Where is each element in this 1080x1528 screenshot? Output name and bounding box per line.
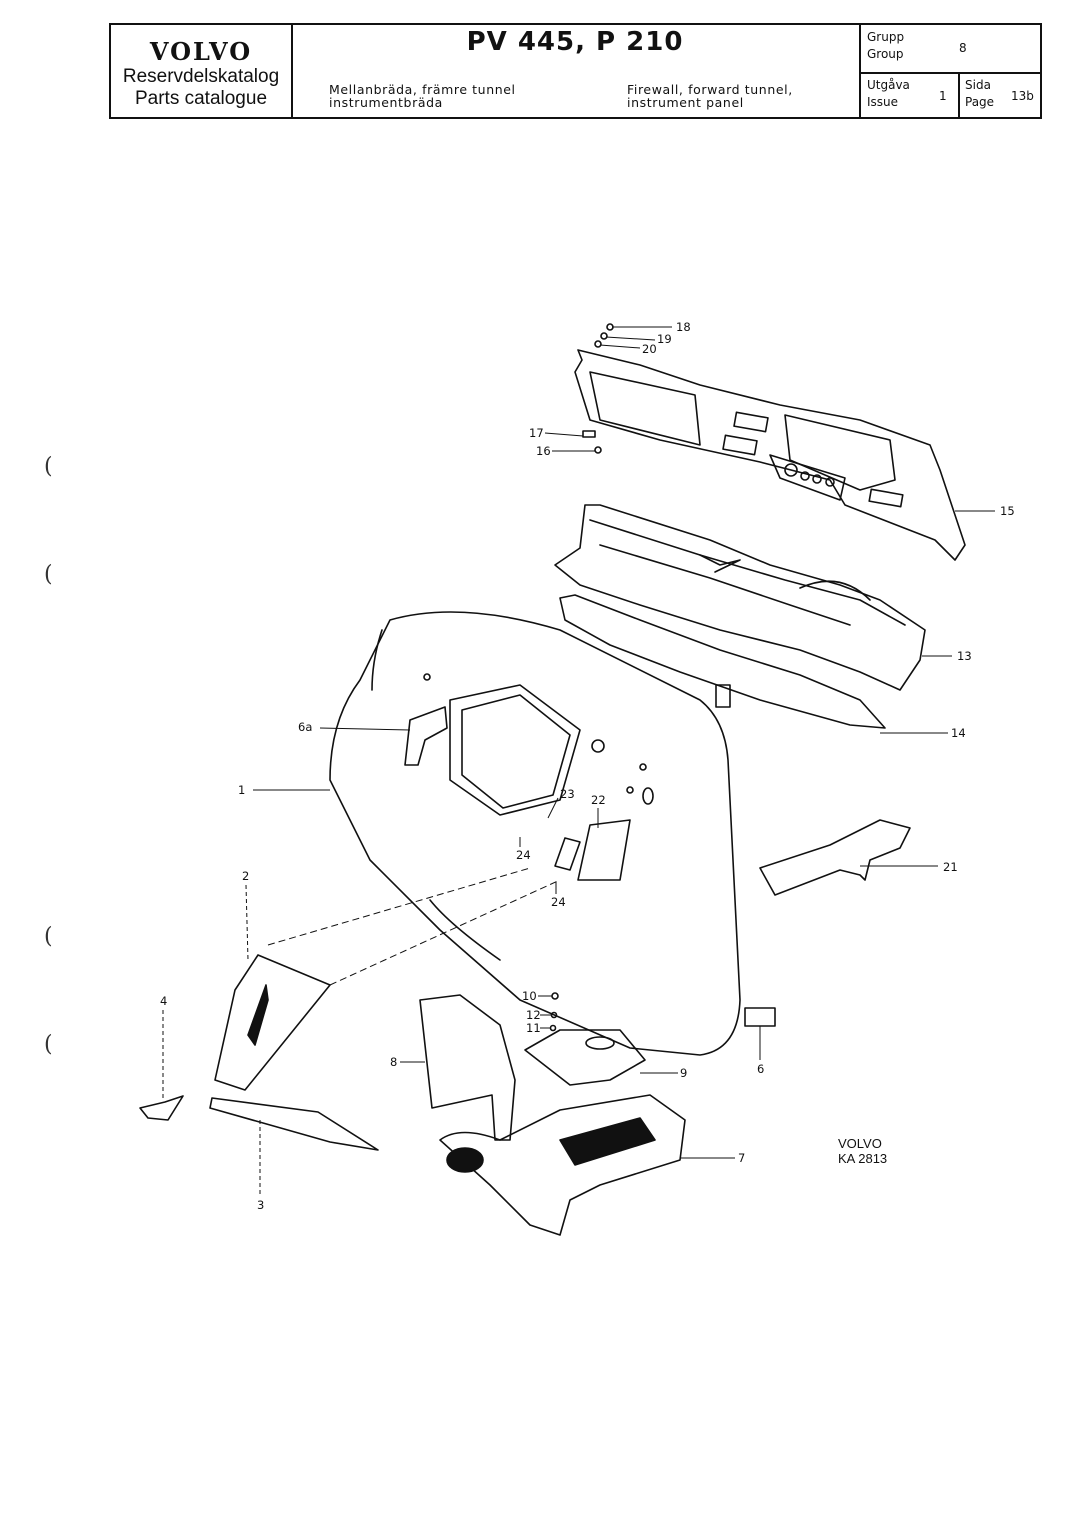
description-en: Firewall, forward tunnel, instrument pan…: [627, 83, 793, 109]
floor-tunnel-hole: [446, 1147, 484, 1173]
callout-17: 17: [529, 426, 544, 440]
group-row: Grupp Group 8: [859, 25, 1040, 74]
callout-6: 6: [757, 1062, 764, 1076]
drawing-reference: VOLVO KA 2813: [838, 1136, 887, 1166]
floor-tunnel-opening: [559, 1117, 656, 1166]
description-sv: Mellanbräda, främre tunnel instrumentbrä…: [329, 83, 516, 109]
catalog-title-en: Parts catalogue: [134, 88, 268, 109]
callout-3: 3: [257, 1198, 264, 1212]
title-cell: PV 445, P 210 Mellanbräda, främre tunnel…: [291, 25, 861, 117]
washer-19: [600, 332, 608, 340]
tunnel-cap-hole: [585, 1036, 615, 1050]
page-label-sv: Sida: [965, 78, 991, 92]
page-label: Sida Page: [965, 77, 994, 111]
issue-value: 1: [939, 89, 947, 103]
meta-cell: Grupp Group 8 Utgåva Issue 1 Sida Page 1…: [859, 25, 1040, 117]
callout-2: 2: [242, 869, 249, 883]
callout-9: 9: [680, 1066, 687, 1080]
callout-8: 8: [390, 1055, 397, 1069]
cover-plate-part: [744, 1007, 776, 1027]
nut-11: [549, 1024, 557, 1032]
issue-label-sv: Utgåva: [867, 78, 910, 92]
callout-12: 12: [526, 1008, 541, 1022]
volvo-logo: VOLVO: [149, 37, 253, 66]
brand-cell: VOLVO Reservdelskatalog Parts catalogue: [111, 25, 293, 117]
clip-part: [139, 1095, 184, 1121]
drawing-brand: VOLVO: [838, 1136, 882, 1151]
callout-18: 18: [676, 320, 691, 334]
drawing-number: KA 2813: [838, 1151, 888, 1166]
forward-tunnel-lower-part: [559, 594, 886, 729]
group-label: Grupp Group: [867, 29, 904, 63]
group-label-en: Group: [867, 47, 904, 61]
group-label-sv: Grupp: [867, 30, 905, 44]
group-value: 8: [959, 41, 967, 55]
callout-16: 16: [536, 444, 551, 458]
screw-16: [594, 446, 602, 454]
page-value: 13b: [1011, 89, 1034, 103]
bracket-part: [759, 819, 911, 896]
firewall-part: [329, 611, 741, 1056]
margin-mark: (: [44, 562, 53, 587]
callout-14: 14: [951, 726, 966, 740]
floor-tunnel-part: [439, 1094, 686, 1236]
instrument-panel-part: [574, 349, 966, 561]
margin-mark: (: [44, 454, 53, 479]
callout-22: 22: [591, 793, 606, 807]
callout-1: 1: [238, 783, 245, 797]
callout-4: 4: [160, 994, 167, 1008]
description-en-line2: instrument panel: [627, 95, 744, 110]
callout-20: 20: [642, 342, 657, 356]
leader-lines: [162, 326, 995, 1195]
callout-23: 23: [560, 787, 575, 801]
tunnel-cover-part: [419, 994, 516, 1141]
description-sv-line2: instrumentbräda: [329, 95, 443, 110]
callout-15: 15: [1000, 504, 1015, 518]
catalog-title-sv: Reservdelskatalog: [122, 66, 280, 87]
forward-tunnel-upper-part: [554, 504, 926, 691]
callout-24: 24: [516, 848, 531, 862]
callout-6a: 6a: [298, 720, 312, 734]
washer-12: [550, 1011, 558, 1019]
side-panel-cutout: [247, 984, 269, 1046]
callout-19: 19: [657, 332, 672, 346]
model-title: PV 445, P 210: [466, 27, 684, 57]
catalog-header: VOLVO Reservdelskatalog Parts catalogue …: [109, 23, 1042, 119]
issue-label: Utgåva Issue: [867, 77, 910, 111]
callout-7: 7: [738, 1151, 745, 1165]
callout-24: 24: [551, 895, 566, 909]
page-label-en: Page: [965, 95, 995, 109]
meta-divider: [958, 74, 960, 117]
lower-strip-part: [209, 1097, 379, 1151]
callout-10: 10: [522, 989, 537, 1003]
description-sv-line1: Mellanbräda, främre tunnel: [329, 82, 516, 97]
description-en-line1: Firewall, forward tunnel,: [627, 82, 793, 97]
callout-13: 13: [957, 649, 972, 663]
clip-17: [582, 430, 596, 438]
nut-20: [594, 340, 602, 348]
issue-label-en: Issue: [867, 95, 899, 109]
callout-21: 21: [943, 860, 958, 874]
side-panel-part: [214, 954, 331, 1091]
tunnel-cap-part: [524, 1029, 646, 1086]
margin-mark: (: [44, 924, 53, 949]
screw-10: [551, 992, 559, 1000]
margin-mark: (: [44, 1032, 53, 1057]
callout-11: 11: [526, 1021, 541, 1035]
